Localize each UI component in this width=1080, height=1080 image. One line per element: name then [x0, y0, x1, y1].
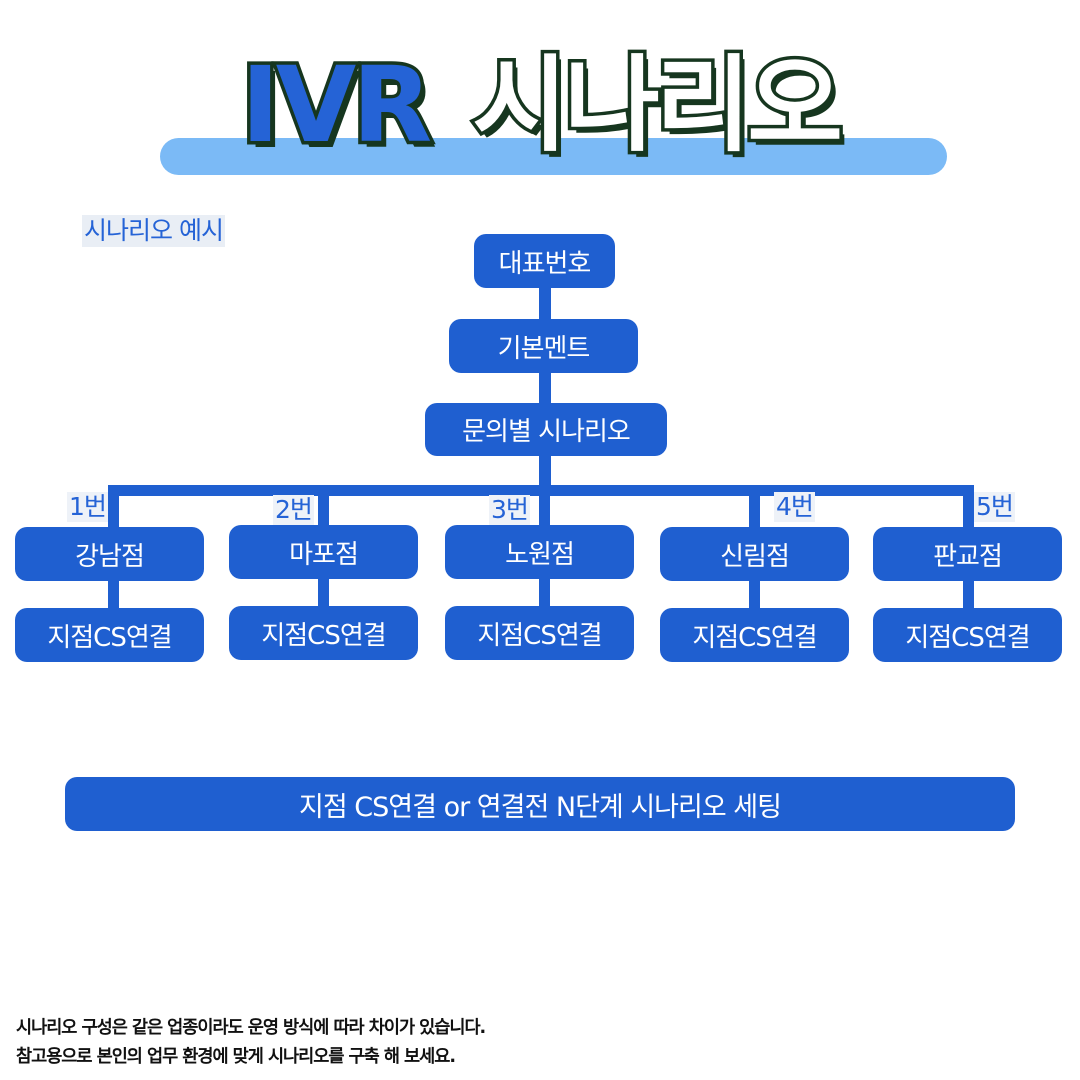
- branch-key-2: 2번: [273, 495, 314, 525]
- page-title: IVR 시나리오: [0, 40, 1080, 170]
- title-highlight-bar: [160, 138, 947, 175]
- footer-note-2: 참고용으로 본인의 업무 환경에 맞게 시나리오를 구축 해 보세요.: [16, 1047, 456, 1067]
- node-store-5: 판교점: [873, 527, 1062, 581]
- setup-banner: 지점 CS연결 or 연결전 N단계 시나리오 세팅: [65, 777, 1015, 831]
- branch-key-5: 5번: [974, 492, 1015, 522]
- branch-key-4: 4번: [774, 492, 815, 522]
- node-main-number: 대표번호: [474, 234, 615, 288]
- section-subtitle: 시나리오 예시: [82, 215, 225, 247]
- node-cs-connect-2: 지점CS연결: [229, 606, 418, 660]
- node-greeting: 기본멘트: [449, 319, 638, 373]
- node-cs-connect-4: 지점CS연결: [660, 608, 849, 662]
- node-inquiry-scenario: 문의별 시나리오: [425, 403, 667, 456]
- footer-note-1: 시나리오 구성은 같은 업종이라도 운영 방식에 따라 차이가 있습니다.: [16, 1018, 486, 1038]
- title-scenario: 시나리오: [469, 41, 847, 170]
- node-store-1: 강남점: [15, 527, 204, 581]
- node-store-4: 신림점: [660, 527, 849, 581]
- node-cs-connect-1: 지점CS연결: [15, 608, 204, 662]
- title-ivr: IVR: [237, 41, 435, 170]
- node-store-3: 노원점: [445, 525, 634, 579]
- node-cs-connect-3: 지점CS연결: [445, 606, 634, 660]
- branch-key-3: 3번: [489, 495, 530, 525]
- node-cs-connect-5: 지점CS연결: [873, 608, 1062, 662]
- branch-key-1: 1번: [67, 492, 108, 522]
- connector-main-vertical: [539, 284, 551, 490]
- node-store-2: 마포점: [229, 525, 418, 579]
